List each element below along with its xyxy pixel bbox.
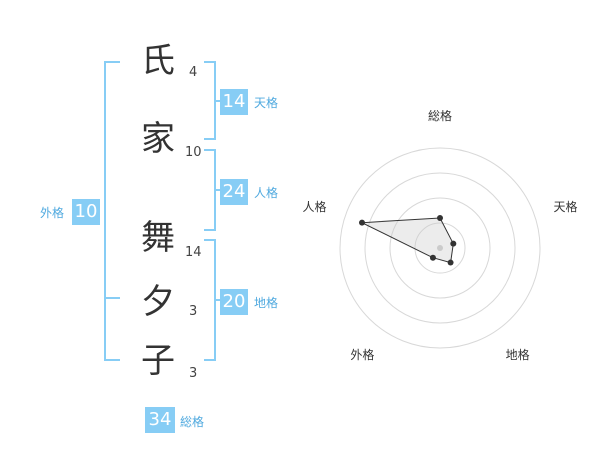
radar-axis-label-1: 総格 — [428, 110, 452, 123]
stroke-count-3: 14 — [185, 245, 202, 260]
soukaku-badge: 34 — [145, 407, 175, 433]
jinkaku-label: 人格 — [254, 186, 279, 200]
jinkaku-bracket-tick — [216, 189, 220, 191]
chikaku-label: 地格 — [254, 296, 279, 310]
radar-rings — [339, 147, 541, 349]
radar-series — [359, 215, 457, 266]
stroke-count-4: 3 — [189, 304, 198, 319]
tenkaku-badge: 14 — [220, 89, 248, 115]
jinkaku-bracket — [204, 149, 216, 231]
radar-point-2 — [450, 240, 457, 247]
name-char-1: 氏 — [141, 41, 175, 81]
radar-point-5 — [359, 219, 366, 226]
tenkaku-bracket — [204, 61, 216, 140]
name-char-5: 子 — [141, 341, 175, 381]
name-char-3: 舞 — [141, 218, 175, 258]
radar-point-3 — [447, 259, 454, 266]
name-char-4: 夕 — [141, 282, 175, 322]
radar-ring-4 — [339, 147, 541, 349]
radar-point-1 — [437, 215, 443, 221]
stroke-count-5: 3 — [189, 366, 198, 381]
tenkaku-label: 天格 — [254, 96, 279, 110]
radar-axis-label-3: 地格 — [506, 347, 530, 362]
jinkaku-badge: 24 — [220, 179, 248, 205]
radar-point-4 — [429, 254, 436, 261]
soukaku-label: 総格 — [180, 415, 205, 429]
stroke-count-2: 10 — [185, 145, 202, 160]
radar-polygon — [360, 217, 454, 264]
radar-axis-label-2: 天格 — [553, 199, 577, 214]
stroke-count-1: 4 — [189, 65, 198, 80]
chikaku-bracket-tick — [216, 299, 220, 301]
chikaku-badge: 20 — [220, 289, 248, 315]
radar-ring-3 — [364, 172, 516, 324]
radar-axis-label-5: 人格 — [302, 199, 326, 214]
chikaku-bracket — [204, 239, 216, 361]
gaikaku-bracket-mid-tick — [104, 297, 120, 299]
gaikaku-bracket — [104, 61, 120, 361]
radar-axis-label-4: 外格 — [350, 347, 374, 362]
gaikaku-label: 外格 — [40, 206, 65, 220]
radar-center-dot — [437, 245, 443, 251]
name-char-2: 家 — [141, 119, 175, 159]
radar-ring-2 — [389, 197, 491, 299]
gaikaku-badge: 10 — [72, 199, 100, 225]
radar-ring-1 — [414, 222, 466, 274]
tenkaku-bracket-tick — [216, 100, 220, 102]
